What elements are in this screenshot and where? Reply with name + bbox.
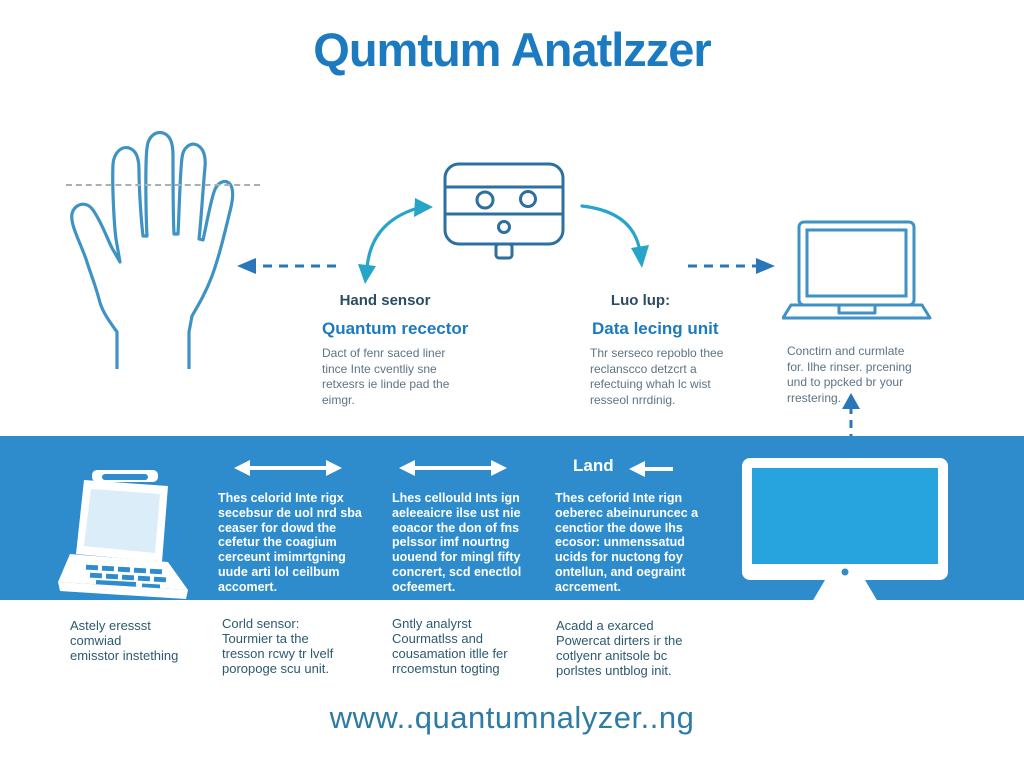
quantum-sensor-icon bbox=[443, 162, 565, 260]
page-title: Qumtum Anatlzzer bbox=[313, 23, 711, 76]
arrow-left-dashed-icon bbox=[237, 258, 336, 274]
laptop-outline-icon bbox=[782, 220, 932, 320]
data-unit-label: Luo lup: bbox=[610, 292, 671, 309]
curved-arrow-left-icon bbox=[358, 198, 433, 284]
finger-measure-dashed-line bbox=[66, 184, 260, 186]
hand-outline-icon bbox=[70, 130, 235, 369]
desktop-monitor-icon bbox=[742, 458, 948, 602]
arrow-left-icon bbox=[629, 461, 673, 477]
double-arrow-icon bbox=[399, 460, 507, 476]
laptop-description: Conctirn and curmlate for. Ilhe rinser. … bbox=[787, 344, 912, 405]
data-unit-description: Thr serseco repoblo thee reclanscco detz… bbox=[590, 346, 724, 407]
band-column-2: Lhes cellould Ints ign aeleeaicre ilse u… bbox=[392, 491, 522, 594]
hand-sensor-description: Dact of fenr saced liner tince Inte cven… bbox=[322, 346, 450, 407]
band-column-1: Thes celorid Inte rigx secebsur de uol n… bbox=[218, 491, 362, 594]
arrow-right-dashed-icon bbox=[688, 258, 775, 274]
band-column-3: Thes ceforid Inte rign oeberec abeinurun… bbox=[555, 491, 699, 594]
land-label: Land bbox=[573, 456, 614, 475]
website-url: www..quantumnalyzer..ng bbox=[329, 700, 695, 735]
footnote-3: Gntly analyrst Courmatlss and cousamatio… bbox=[392, 616, 508, 676]
footnote-4: Acadd a exarced Powercat dirters ir the … bbox=[556, 618, 683, 678]
portable-computer-icon bbox=[58, 470, 188, 599]
footnote-2: Corld sensor: Tourmier ta the tresson rc… bbox=[222, 616, 334, 676]
double-arrow-icon bbox=[234, 460, 342, 476]
hand-sensor-subtitle: Quantum recector bbox=[322, 319, 469, 338]
hand-sensor-label: Hand sensor bbox=[339, 292, 431, 309]
footnote-1: Astely eressst comwiad emisstor instethi… bbox=[70, 618, 179, 663]
data-unit-subtitle: Data lecing unit bbox=[592, 319, 719, 338]
curved-arrow-right-icon bbox=[580, 204, 649, 268]
arrow-up-dashed-icon bbox=[842, 393, 860, 442]
